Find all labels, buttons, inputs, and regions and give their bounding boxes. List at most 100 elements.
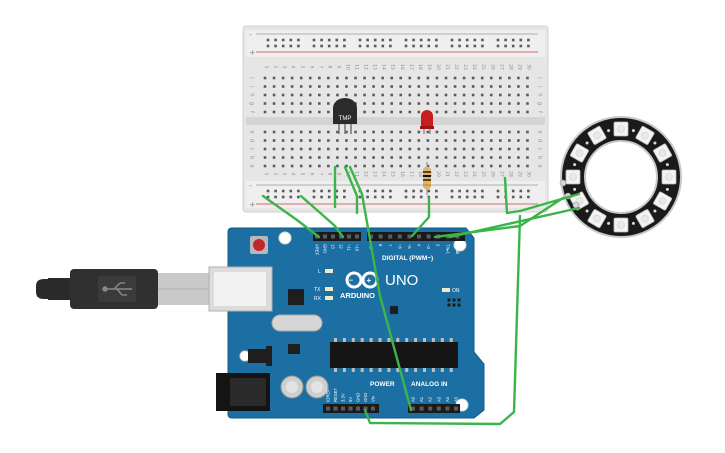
breadboard-hole[interactable] — [399, 93, 403, 97]
wire-sensor-gnd[interactable] — [343, 165, 359, 215]
rail-hole[interactable] — [358, 44, 362, 48]
breadboard-hole[interactable] — [318, 76, 321, 80]
breadboard-hole[interactable] — [444, 85, 448, 88]
power-pin-hole[interactable] — [363, 406, 368, 411]
rail-hole[interactable] — [496, 189, 500, 193]
rail-hole[interactable] — [511, 44, 515, 48]
rail-hole[interactable] — [266, 44, 270, 48]
breadboard-hole[interactable] — [290, 102, 294, 105]
breadboard-hole[interactable] — [444, 139, 448, 142]
breadboard-hole[interactable] — [444, 76, 448, 80]
breadboard-hole[interactable] — [263, 147, 267, 151]
breadboard-hole[interactable] — [345, 130, 348, 134]
breadboard-hole[interactable] — [381, 76, 384, 80]
rail-hole[interactable] — [473, 195, 477, 199]
breadboard-hole[interactable] — [390, 110, 393, 114]
rail-hole[interactable] — [358, 38, 362, 42]
breadboard-hole[interactable] — [345, 76, 348, 80]
breadboard-hole[interactable] — [308, 76, 312, 80]
breadboard-hole[interactable] — [444, 102, 448, 105]
breadboard-hole[interactable] — [408, 147, 412, 151]
rail-hole[interactable] — [320, 44, 323, 48]
breadboard-hole[interactable] — [489, 102, 493, 105]
breadboard-hole[interactable] — [308, 93, 312, 97]
breadboard-hole[interactable] — [327, 76, 330, 80]
breadboard-hole[interactable] — [417, 76, 421, 80]
breadboard-hole[interactable] — [435, 147, 439, 151]
breadboard-hole[interactable] — [263, 102, 267, 105]
breadboard-hole[interactable] — [426, 102, 430, 105]
breadboard-hole[interactable] — [453, 164, 457, 168]
breadboard-hole[interactable] — [281, 130, 285, 134]
breadboard-hole[interactable] — [471, 102, 475, 105]
breadboard-hole[interactable] — [489, 110, 493, 114]
breadboard-hole[interactable] — [462, 110, 466, 114]
breadboard-hole[interactable] — [263, 130, 267, 134]
rail-hole[interactable] — [481, 189, 484, 193]
rail-hole[interactable] — [343, 189, 346, 193]
breadboard-hole[interactable] — [444, 164, 448, 168]
power-pin-hole[interactable] — [341, 406, 345, 411]
rail-hole[interactable] — [458, 195, 461, 199]
breadboard-hole[interactable] — [290, 164, 294, 168]
breadboard-hole[interactable] — [336, 76, 339, 80]
breadboard-hole[interactable] — [390, 147, 393, 151]
breadboard-hole[interactable] — [381, 85, 384, 88]
breadboard-hole[interactable] — [299, 164, 303, 168]
rail-hole[interactable] — [496, 195, 500, 199]
rail-hole[interactable] — [335, 195, 339, 199]
breadboard-hole[interactable] — [399, 110, 403, 114]
rail-hole[interactable] — [358, 195, 362, 199]
breadboard-hole[interactable] — [263, 93, 267, 97]
breadboard-hole[interactable] — [390, 93, 393, 97]
arduino-uno-board[interactable]: L TX RX ON − + ARDUINO UNO DIGITAL (PWM~… — [208, 227, 485, 419]
breadboard-hole[interactable] — [299, 85, 303, 88]
breadboard-hole[interactable] — [480, 130, 484, 134]
rail-hole[interactable] — [281, 195, 285, 199]
rail-hole[interactable] — [281, 44, 285, 48]
rail-hole[interactable] — [327, 44, 331, 48]
rail-hole[interactable] — [266, 195, 270, 199]
breadboard-hole[interactable] — [363, 93, 366, 97]
rail-hole[interactable] — [327, 38, 331, 42]
breadboard-hole[interactable] — [517, 164, 520, 168]
breadboard-hole[interactable] — [327, 164, 330, 168]
rail-hole[interactable] — [289, 44, 293, 48]
analog-pin-hole[interactable] — [454, 406, 458, 411]
breadboard-hole[interactable] — [426, 85, 430, 88]
breadboard-hole[interactable] — [363, 147, 366, 151]
breadboard-hole[interactable] — [417, 156, 421, 159]
breadboard-hole[interactable] — [435, 85, 439, 88]
rail-hole[interactable] — [458, 189, 461, 193]
breadboard-hole[interactable] — [508, 156, 511, 159]
rail-hole[interactable] — [435, 189, 438, 193]
breadboard-hole[interactable] — [290, 110, 294, 114]
breadboard-hole[interactable] — [417, 164, 421, 168]
breadboard-hole[interactable] — [372, 76, 375, 80]
breadboard-hole[interactable] — [263, 156, 267, 159]
rail-hole[interactable] — [527, 195, 530, 199]
breadboard-hole[interactable] — [480, 156, 484, 159]
breadboard-hole[interactable] — [308, 102, 312, 105]
breadboard-hole[interactable] — [499, 102, 502, 105]
rail-hole[interactable] — [320, 195, 323, 199]
rail-hole[interactable] — [389, 189, 392, 193]
breadboard-hole[interactable] — [471, 139, 475, 142]
breadboard-hole[interactable] — [281, 156, 285, 159]
breadboard-hole[interactable] — [381, 156, 384, 159]
breadboard-hole[interactable] — [263, 164, 267, 168]
breadboard-hole[interactable] — [390, 76, 393, 80]
rail-hole[interactable] — [496, 38, 500, 42]
breadboard-hole[interactable] — [471, 156, 475, 159]
wire-ring-gnd[interactable] — [503, 176, 581, 215]
rail-hole[interactable] — [427, 38, 431, 42]
wire-5v-breadboard[interactable] — [299, 194, 345, 239]
breadboard-hole[interactable] — [327, 102, 330, 105]
breadboard-hole[interactable] — [327, 85, 330, 88]
rail-hole[interactable] — [335, 38, 339, 42]
breadboard-hole[interactable] — [471, 85, 475, 88]
breadboard-hole[interactable] — [435, 164, 439, 168]
breadboard-hole[interactable] — [508, 93, 511, 97]
breadboard-hole[interactable] — [354, 156, 357, 159]
rail-hole[interactable] — [473, 189, 477, 193]
